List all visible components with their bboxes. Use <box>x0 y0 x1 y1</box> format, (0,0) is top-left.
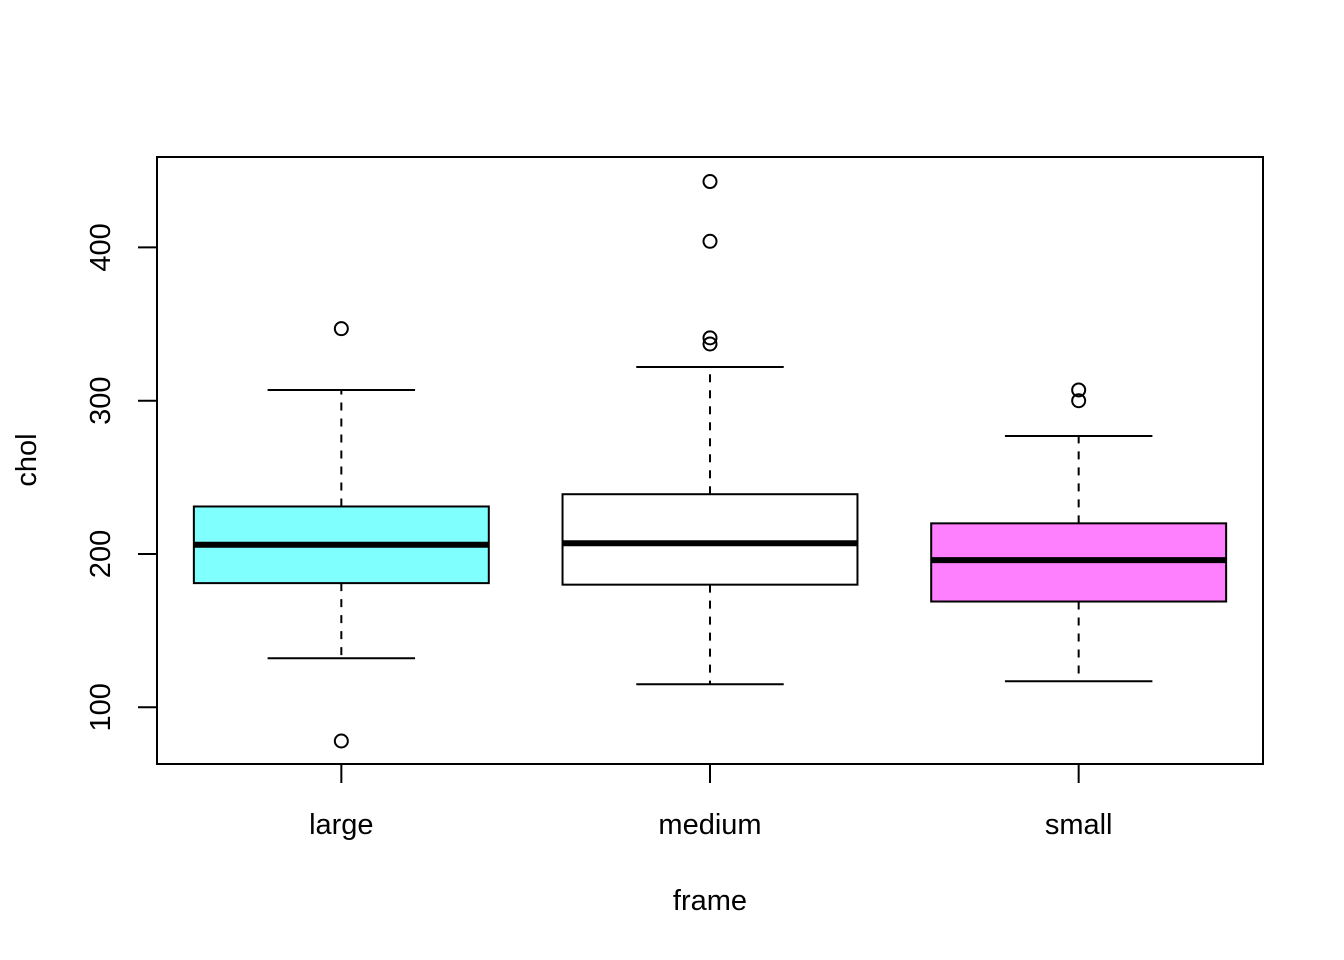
box-medium <box>561 174 859 686</box>
outlier-point <box>702 174 718 190</box>
box-small <box>930 382 1228 683</box>
boxes-layer <box>192 174 1228 749</box>
box-large <box>192 321 490 749</box>
x-tick-label: large <box>309 809 374 841</box>
outlier-point <box>702 233 718 249</box>
outlier-point <box>702 330 718 346</box>
outlier-point <box>333 733 349 749</box>
outlier-point <box>333 321 349 337</box>
y-axis: 100 200 300 400 <box>85 223 158 731</box>
y-tick-label: 200 <box>85 530 117 578</box>
y-tick-label: 100 <box>85 683 117 731</box>
x-axis-label: frame <box>673 885 747 917</box>
y-tick-label: 300 <box>85 377 117 425</box>
outlier-point <box>1071 393 1087 409</box>
x-tick-label: medium <box>658 809 761 841</box>
iqr-box <box>561 493 859 586</box>
outlier-point <box>1071 382 1087 398</box>
y-axis-label: chol <box>11 433 43 486</box>
x-axis: large medium small <box>309 764 1113 841</box>
y-tick-label: 400 <box>85 223 117 271</box>
x-tick-label: small <box>1045 809 1113 841</box>
outlier-point <box>702 336 718 352</box>
